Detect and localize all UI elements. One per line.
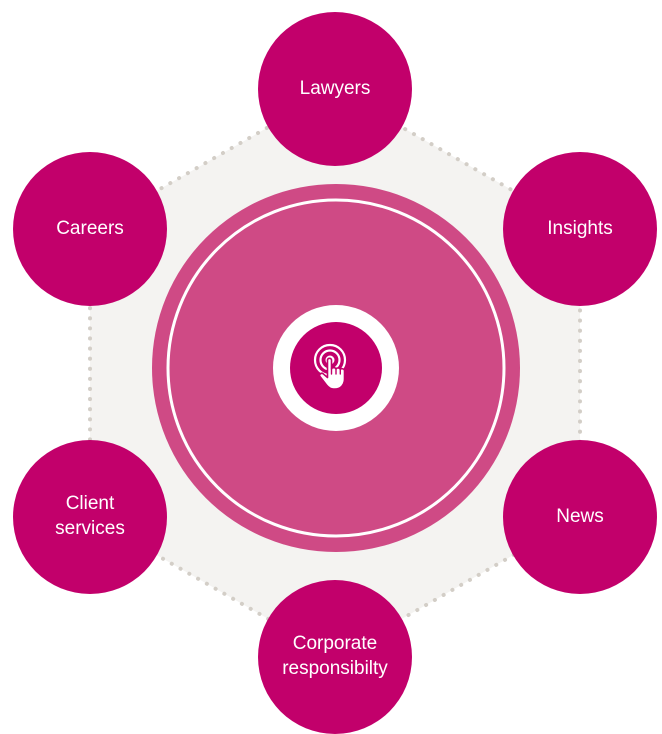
lawyers-label: Lawyers <box>299 77 371 99</box>
careers-label: Careers <box>56 217 124 239</box>
center-touch-inner <box>290 322 382 414</box>
center-touch-button[interactable] <box>273 305 399 431</box>
client-services-label: Client services <box>55 493 125 539</box>
insights-label: Insights <box>547 217 613 239</box>
corporate-responsibility-label: Corporate responsibilty <box>282 633 388 679</box>
careers-button[interactable]: Careers <box>13 152 167 306</box>
center-disc-ring <box>166 198 506 538</box>
insights-button[interactable]: Insights <box>503 152 657 306</box>
client-services-button[interactable]: Client services <box>13 440 167 594</box>
lawyers-button[interactable]: Lawyers <box>258 12 412 166</box>
corporate-responsibility-button[interactable]: Corporate responsibilty <box>258 580 412 734</box>
touch-tap-icon <box>313 343 347 390</box>
news-button[interactable]: News <box>503 440 657 594</box>
news-label: News <box>556 505 604 527</box>
